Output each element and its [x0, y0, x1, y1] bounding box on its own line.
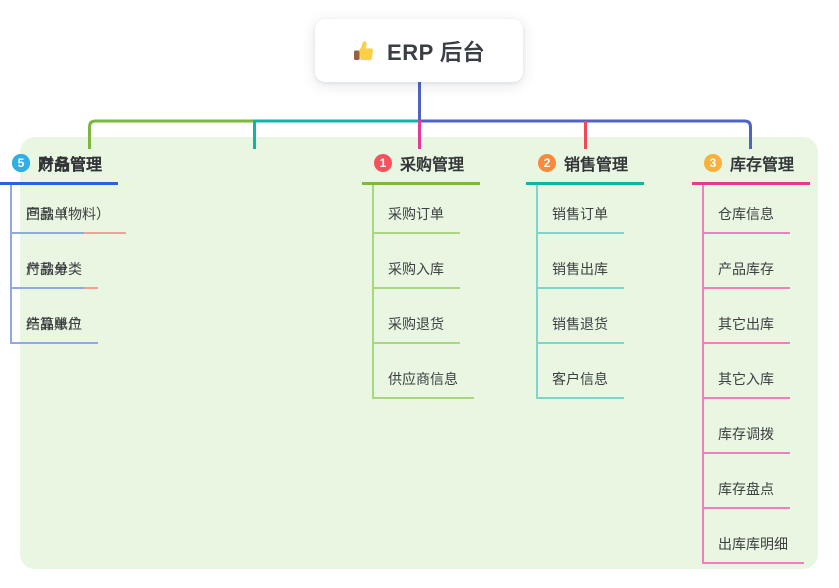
root-node-erp[interactable]: ERP 后台 [315, 19, 523, 82]
branch-title-label: 财务管理 [38, 157, 103, 174]
child-node-label: 其它入库 [718, 371, 774, 387]
child-node-label: 付款单 [26, 261, 68, 277]
branch-2: 2 销售管理 销售订单 销售出库 销售退货 客户信息 [526, 149, 645, 399]
branch-3: 3 库存管理 仓库信息 产品库存 其它出库 其它入库 库存调拨 库存盘点 出库库… [692, 149, 811, 564]
thumbs-up-icon [354, 40, 374, 60]
child-node[interactable]: 销售出库 [538, 234, 624, 289]
child-node[interactable]: 采购退货 [374, 289, 460, 344]
child-node[interactable]: 客户信息 [538, 344, 624, 399]
child-node-label: 库存盘点 [718, 481, 774, 497]
branch-title-label: 采购管理 [400, 157, 465, 174]
child-node[interactable]: 回款单 [12, 185, 84, 234]
child-node[interactable]: 采购入库 [374, 234, 460, 289]
child-node[interactable]: 供应商信息 [374, 344, 474, 399]
child-node-label: 产品单位 [26, 316, 82, 332]
child-node-label: 销售退货 [552, 316, 608, 332]
child-node[interactable]: 库存调拨 [704, 399, 790, 454]
child-node-label: 产品库存 [718, 261, 774, 277]
branch-title-label: 销售管理 [564, 157, 629, 174]
child-node[interactable]: 产品库存 [704, 234, 790, 289]
child-node-label: 供应商信息 [388, 371, 458, 387]
child-node[interactable]: 结算账户 [12, 289, 98, 344]
child-node-label: 销售订单 [552, 206, 608, 222]
child-node-label: 客户信息 [552, 371, 608, 387]
child-node[interactable]: 仓库信息 [704, 185, 790, 234]
child-node-label: 产品（物料） [26, 206, 110, 222]
root-title: ERP 后台 [387, 39, 485, 65]
child-node-label: 销售出库 [552, 261, 608, 277]
child-node-label: 采购退货 [388, 316, 444, 332]
branch-number-badge: 5 [12, 154, 30, 172]
branch-title[interactable]: 1 采购管理 [362, 149, 481, 185]
branch-number-badge: 2 [538, 154, 556, 172]
branch-title[interactable]: 3 库存管理 [692, 149, 811, 185]
branch-children: 仓库信息 产品库存 其它出库 其它入库 库存调拨 库存盘点 出库库明细 [702, 185, 810, 564]
child-node-label: 库存调拨 [718, 426, 774, 442]
branch-5: 5 财务管理 回款单 付款单 结算账户 [0, 149, 119, 344]
child-node-label: 采购订单 [388, 206, 444, 222]
child-node-label: 产品分类 [26, 261, 82, 277]
child-node[interactable]: 其它入库 [704, 344, 790, 399]
child-node-label: 结算账户 [26, 316, 82, 332]
branch-1: 1 采购管理 采购订单 采购入库 采购退货 供应商信息 [362, 149, 481, 399]
branch-title[interactable]: 5 财务管理 [0, 149, 119, 185]
branch-title-label: 产品管理 [38, 157, 103, 174]
branch-children: 销售订单 销售出库 销售退货 客户信息 [536, 185, 644, 399]
child-node-label: 回款单 [26, 206, 68, 222]
child-node-label: 采购入库 [388, 261, 444, 277]
child-node-label: 出库库明细 [718, 536, 788, 552]
child-node[interactable]: 库存盘点 [704, 454, 790, 509]
mindmap-panel [20, 137, 818, 569]
child-node[interactable]: 销售退货 [538, 289, 624, 344]
child-node-label: 仓库信息 [718, 206, 774, 222]
child-node[interactable]: 出库库明细 [704, 509, 804, 564]
branch-children: 回款单 付款单 结算账户 [10, 185, 118, 344]
child-node[interactable]: 销售订单 [538, 185, 624, 234]
branch-number-badge: 1 [374, 154, 392, 172]
branch-title-label: 库存管理 [730, 157, 795, 174]
child-node-label: 其它出库 [718, 316, 774, 332]
child-node[interactable]: 其它出库 [704, 289, 790, 344]
branch-number-badge: 3 [704, 154, 722, 172]
child-node[interactable]: 采购订单 [374, 185, 460, 234]
branch-title[interactable]: 2 销售管理 [526, 149, 645, 185]
child-node[interactable]: 付款单 [12, 234, 84, 289]
branch-children: 采购订单 采购入库 采购退货 供应商信息 [372, 185, 480, 399]
